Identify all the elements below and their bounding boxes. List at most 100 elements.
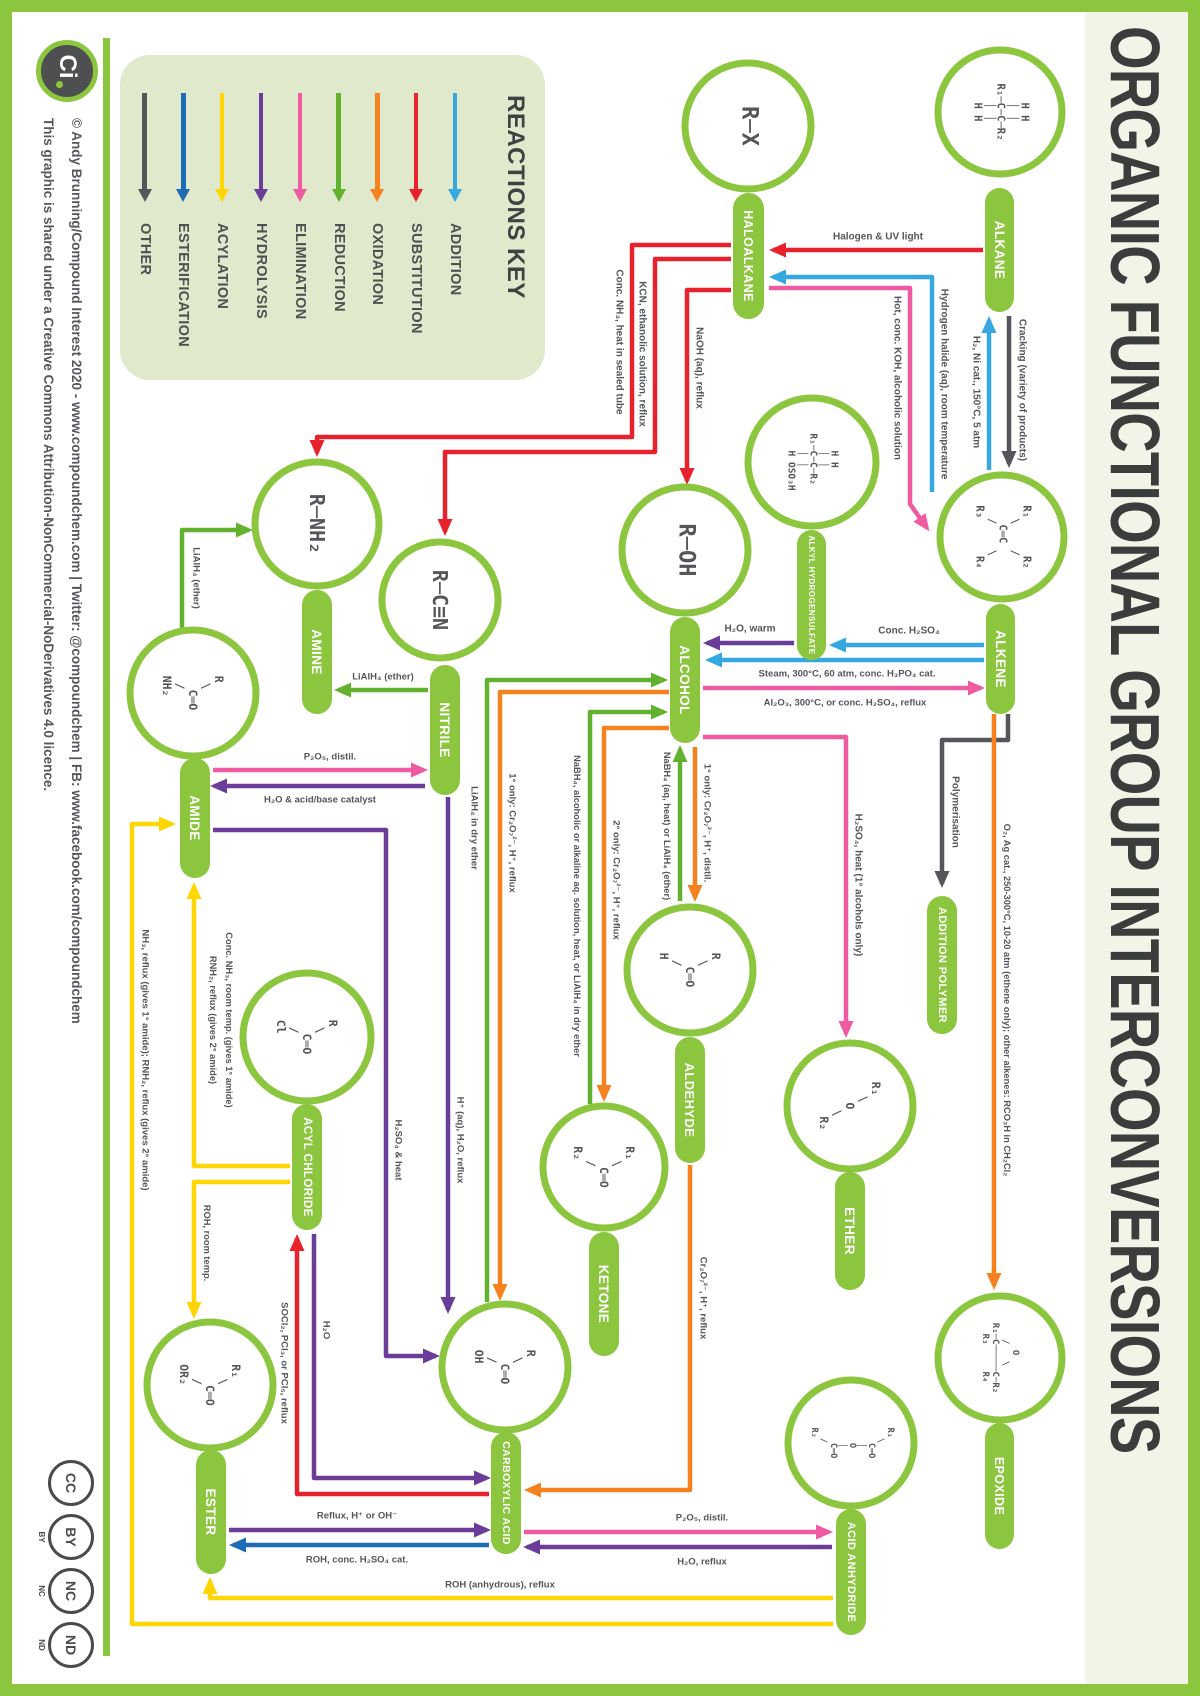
arrow-label-a21: LiAlH₄ in dry ether [468,786,480,870]
node-circle-ether [783,1039,917,1173]
legend-label-esterification: ESTERIFICATION [175,223,192,347]
node-circle-amide [126,626,260,760]
arrow-label-a24: LiAlH₄ (ether) [190,547,202,609]
arrow-acid_anhydride-to-amide [129,816,833,1627]
legend-arrowhead-other-icon [137,189,152,202]
legend-item-reduction: REDUCTION [328,93,350,312]
node-circle-aldehyde [623,903,757,1037]
arrow-acyl_chloride-to-amide [186,882,290,1169]
legend-title: REACTIONS KEY [502,95,529,299]
node-circle-acyl_chloride [239,969,375,1105]
arrow-label-a25: P₂O₅, distil. [303,751,357,763]
node-formula-ketone: R₁ \ C═O / R₂ [571,1146,638,1188]
arrow-label-a9: Conc. H₂SO₄ [878,625,940,637]
cc-badge-caption-nd: ND [37,1639,46,1651]
arrow-alkene-to-haloalkane [769,269,935,492]
cc-badge-caption-nc: NC [37,1585,46,1597]
node-pill-acid_anhydride: ACID ANHYDRIDE [836,1509,866,1635]
arrow-label-a29: Conc. NH₃, room temp. (gives 1° amide) [224,932,234,1108]
cc-badge-nd-icon: ND [48,1622,94,1668]
arrow-label-a2: Cracking (variety of products) [1016,318,1028,462]
node-formula-ether: R₁ \ O \ R₂ [817,1081,884,1131]
legend-item-addition: ADDITION [444,93,466,295]
legend-label-acylation: ACYLATION [214,223,231,310]
legend-item-hydrolysis: HYDROLYSIS [250,93,272,319]
legend-arrowhead-oxidation-icon [370,189,385,202]
arrow-label-a10: H₂O, warm [724,623,776,635]
legend-item-other: OTHER [134,93,156,275]
arrow-label-a17: NaBH₄ (aq, heat) or LiAlH₄ (ether) [662,751,672,901]
cc-badge-by-icon: BY [48,1514,94,1560]
legend-label-substitution: SUBSTITUTION [408,223,425,334]
arrow-label-a27: H⁺ (aq), H₂O, reflux [454,1096,466,1184]
node-formula-aldehyde: R \ C═O / H [657,952,724,988]
compound-interest-logo: Ci [36,40,98,102]
arrow-label-a5: Hydrogen halide (aq), room temperature [938,288,950,480]
legend-item-elimination: ELIMINATION [289,93,311,319]
node-pill-acyl_chloride: ACYL CHLORIDE [292,1104,322,1230]
legend-label-reduction: REDUCTION [330,223,347,312]
arrow-haloalkane-to-alkene [769,285,930,532]
arrow-label-a36: P₂O₅, distil. [675,1512,729,1524]
cc-badge-cc-icon: CC [48,1460,94,1506]
node-formula-alkyl_hydrogensulfate: H H │ │ R₁─C─C─R₂ │ │ H OSO₃H [786,433,840,491]
arrow-alkene-to-addition_polymer [934,714,1011,888]
node-pill-haloalkane: HALOALKANE [733,193,764,319]
node-circle-haloalkane [681,59,815,193]
legend-label-addition: ADDITION [447,223,463,296]
node-formula-amine: R─NH₂ [305,493,330,555]
arrow-aldehyde-to-carboxylic_acid [524,1165,693,1498]
arrow-amide-to-amine [179,522,253,629]
reactions-key-legend: REACTIONS KEY ADDITION SUBSTITUTION OXIDAT… [120,55,545,380]
legend-arrow-other-icon [142,93,147,189]
arrow-label-a29-2: RNH₂, reflux (gives 2° amide) [208,955,218,1085]
node-circle-epoxide [934,1292,1066,1424]
arrow-label-a26: H₂O & acid/base catalyst [264,794,376,806]
arrow-label-a15: H₂SO₄, heat (1° alcohols only) [852,813,864,957]
node-circle-ketone [539,1102,669,1232]
arrow-label-a20: 1° only: Cr₂O₇²⁻, H⁺, reflux [506,773,518,893]
arrow-label-a28: H₂SO₄ & heat [392,1119,404,1181]
legend-arrow-addition-icon [452,93,458,189]
node-formula-nitrile: R─C≡N [428,569,453,631]
legend-label-other: OTHER [136,223,153,276]
node-pill-alkyl_hydrogensulfate: ALKYL HYDROGENSULFATE [797,530,826,660]
arrow-label-a11: Steam, 300°C, 60 atm, conc. H₃PO₄ cat. [758,668,936,680]
node-circle-acid_anhydride [784,1376,918,1510]
legend-arrow-reduction-icon [336,93,341,189]
legend-arrowhead-hydrolysis-icon [254,189,268,202]
arrow-amide-to-carboxylic_acid [213,827,440,1364]
logo-text: Ci [54,54,81,79]
node-pill-nitrile: NITRILE [430,665,460,795]
arrow-label-a4: Hot, conc. KOH, alcoholic solution [891,296,903,460]
arrow-alcohol-to-carboxylic_acid [492,689,669,1301]
legend-arrow-hydrolysis-icon [258,93,264,189]
arrow-label-a12: Al₂O₃, 300°C, or conc. H₂SO₄, reflux [763,697,927,709]
legend-arrow-acylation-icon [219,93,225,189]
legend-arrowhead-reduction-icon [331,189,346,202]
legend-arrowhead-elimination-icon [292,189,307,202]
arrow-carboxylic_acid-to-alcohol [484,672,668,1302]
arrow-label-a31: ROH, room temp. [202,1204,212,1282]
node-formula-alkane: H H │ │ R₁─C─C─R₂ │ │ H H [971,83,1031,141]
legend-arrow-substitution-icon [413,93,419,189]
arrow-acid_anhydride-to-ester [202,1577,833,1601]
node-formula-ester: R₁ \ C═O / OR₂ [177,1364,244,1406]
legend-item-esterification: ESTERIFICATION [172,93,194,347]
legend-arrowhead-substitution-icon [409,189,424,202]
arrow-label-a35: ROH, conc. H₂SO₄ cat. [305,1554,409,1566]
node-pill-alkene: ALKENE [986,604,1015,714]
node-formula-epoxide: O / \ R₁─C─────C─R₂ R₃ R₄ [979,1322,1021,1394]
node-circle-carboxylic_acid [438,1300,572,1434]
license-text: This graphic is shared under a Creative … [41,118,56,792]
cc-badge-nc-icon: NC [48,1568,94,1614]
legend-label-oxidation: OXIDATION [369,223,386,306]
arrow-acyl_chloride-to-carboxylic_acid [311,1234,491,1486]
node-circle-nitrile [378,538,502,662]
legend-arrow-oxidation-icon [375,93,380,189]
arrow-label-a13: Polymerisation [949,776,961,848]
node-circle-alkane [934,46,1066,178]
